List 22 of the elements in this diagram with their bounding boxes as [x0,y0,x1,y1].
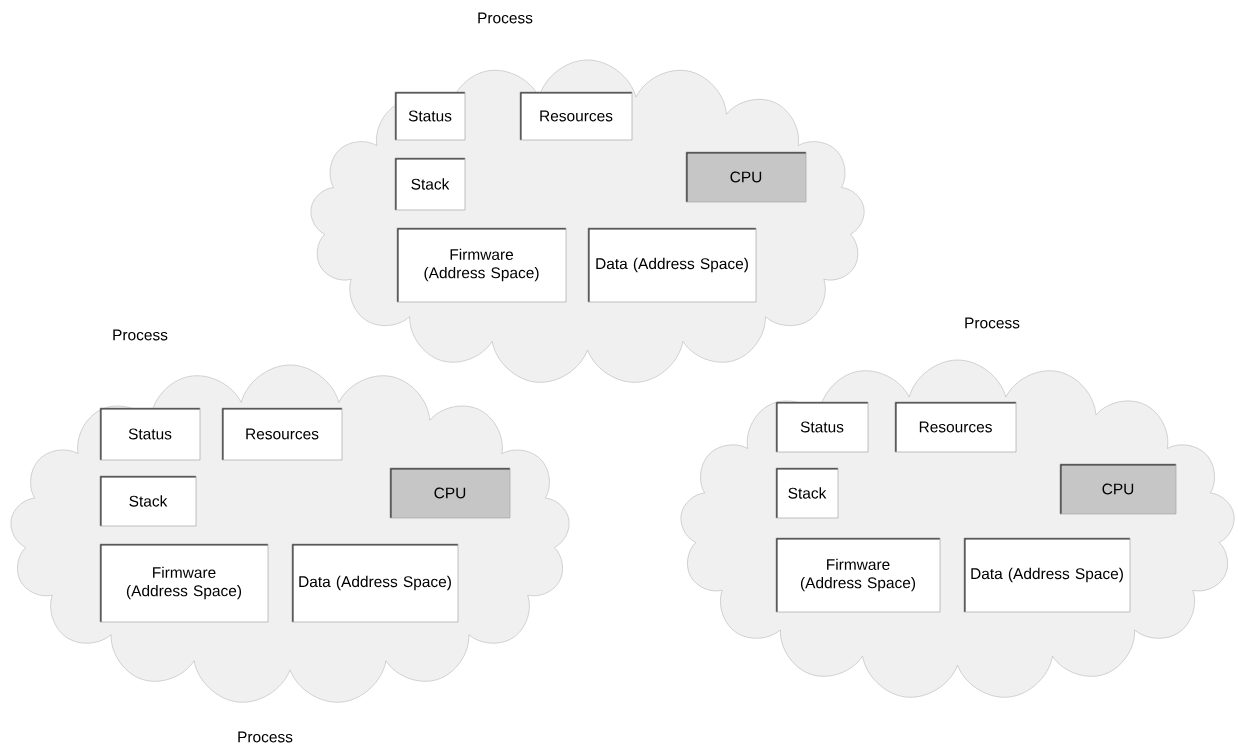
memory-box: Status [99,407,201,461]
memory-box: Resources [519,91,633,141]
memory-box: Resources [894,401,1017,453]
cpu-box: CPU [685,151,807,203]
memory-box: Data (Address Space) [963,537,1131,613]
cpu-box: CPU [1059,463,1177,515]
process-label: Process [238,731,293,743]
cloud-heading: Process [113,329,168,341]
memory-box: Firmware (Address Space) [396,227,567,303]
memory-box: Status [394,91,466,141]
memory-box: Stack [394,157,466,211]
memory-box: Stack [99,475,197,527]
memory-box: Data (Address Space) [291,543,459,623]
cpu-box: CPU [389,467,511,519]
memory-box: Firmware (Address Space) [99,543,269,623]
cloud-heading: Process [965,317,1020,329]
cloud-heading: Process [478,12,533,24]
memory-box: Data (Address Space) [587,227,757,303]
memory-box: Resources [221,407,343,461]
memory-box: Firmware (Address Space) [775,537,941,613]
memory-box: Stack [775,467,839,519]
memory-box: Status [775,401,869,453]
